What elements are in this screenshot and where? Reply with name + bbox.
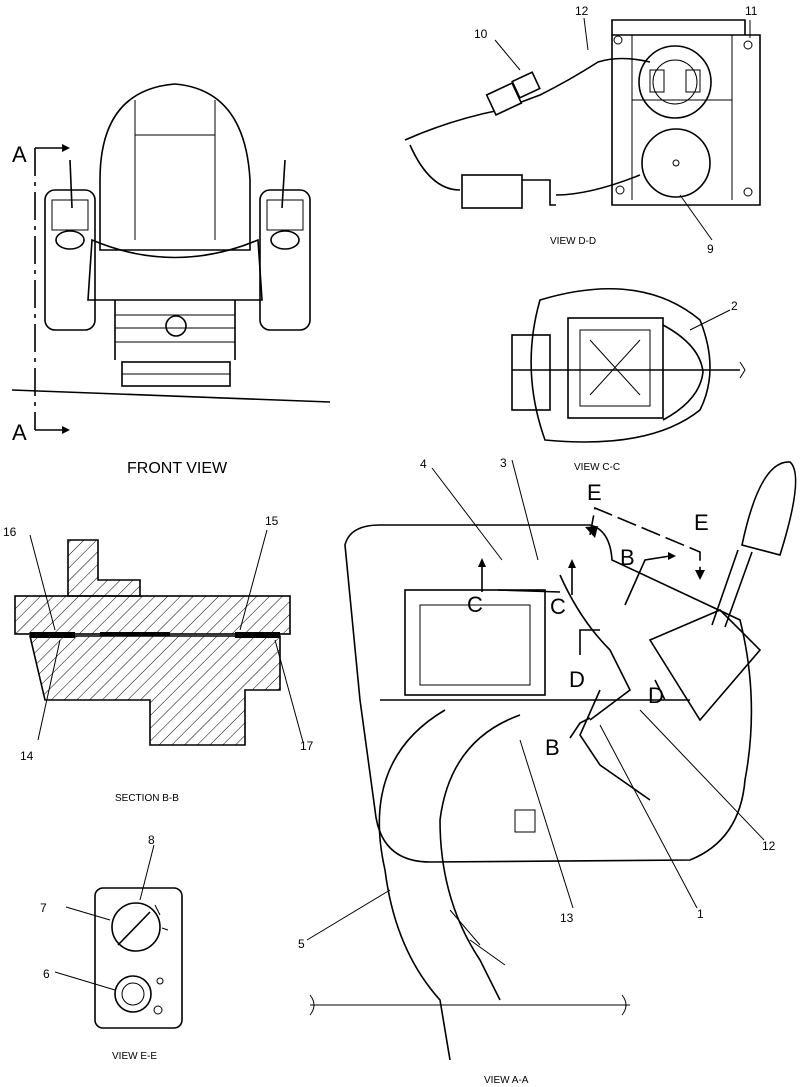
view-ee-label: VIEW E-E [112,1051,157,1062]
callout-5: 5 [298,937,305,951]
section-letter-d-right: D [648,683,664,708]
section-letter-b-bottom: B [545,735,560,760]
callout-16: 16 [3,525,17,539]
callout-12-right: 12 [762,839,776,853]
callout-15: 15 [265,514,279,528]
section-letter-d-left: D [569,667,585,692]
view-dd-drawing [404,19,761,209]
callout-11: 11 [745,4,758,18]
section-bb-drawing [14,539,291,746]
arrow-e-left [585,526,598,538]
section-letter-e-right: E [694,510,709,535]
callout-17: 17 [300,739,314,753]
view-cc-label: VIEW C-C [574,462,620,473]
front-view-label: FRONT VIEW [127,460,228,477]
callout-8: 8 [148,833,155,847]
front-view-seat [11,83,331,434]
callout-3: 3 [500,456,507,470]
view-aa-drawing [309,461,797,1061]
section-letter-e-top: E [587,480,602,505]
view-aa-label: VIEW A-A [484,1075,529,1086]
view-ee-drawing [94,887,183,1029]
callout-9: 9 [707,242,714,256]
callout-12-top: 12 [575,4,589,18]
view-dd-label: VIEW D-D [550,236,596,247]
section-bb-label: SECTION B-B [115,793,179,804]
callout-1: 1 [697,907,704,921]
section-letter-b-top: B [620,545,635,570]
callout-6: 6 [43,967,50,981]
section-letter-a-bottom: A [12,420,27,445]
callout-4: 4 [420,457,427,471]
section-letter-c-right: C [550,594,566,619]
view-cc-drawing [511,287,746,443]
arrow-e-right [695,570,705,580]
callout-2: 2 [731,299,738,313]
section-letter-c-left: C [467,592,483,617]
callout-13: 13 [560,911,574,925]
callout-7: 7 [40,901,47,915]
section-letter-a-top: A [12,142,27,167]
callout-leaders [29,17,765,991]
callout-14: 14 [20,749,34,763]
callout-10: 10 [474,27,488,41]
